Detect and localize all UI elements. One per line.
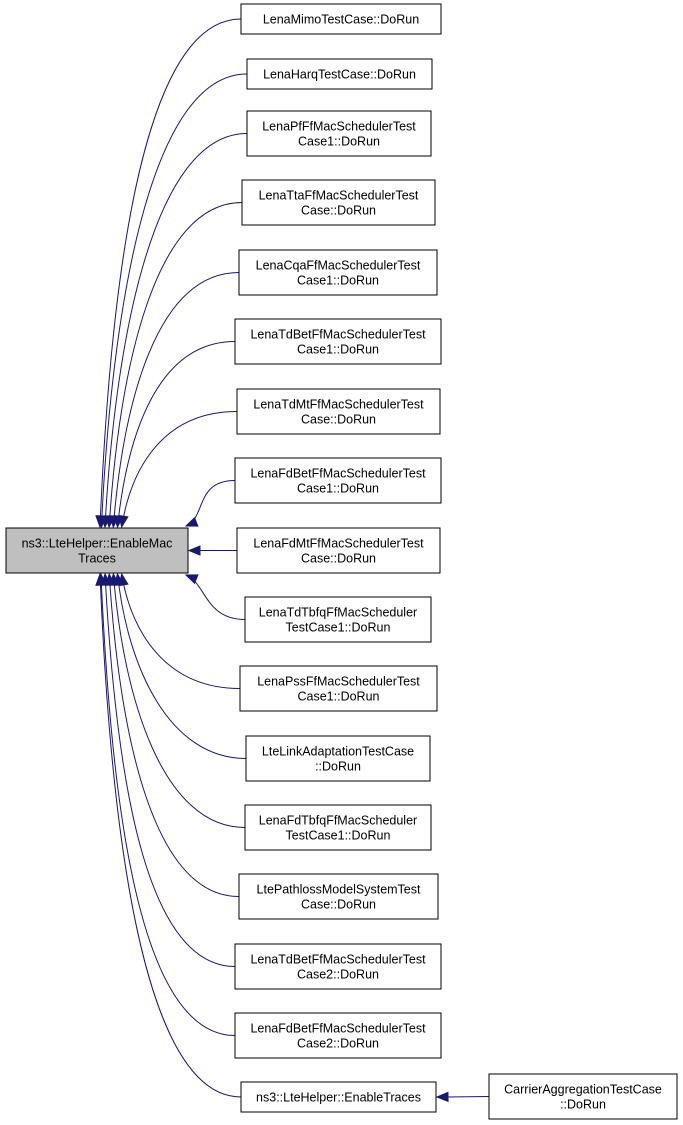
node-box xyxy=(234,943,442,990)
node-label-line: LenaFdTbfqFfMacScheduler xyxy=(259,814,417,828)
node-label-line: LenaFdBetFfMacSchedulerTest xyxy=(250,467,426,481)
node-label-line: LenaTdBetFfMacSchedulerTest xyxy=(250,328,426,342)
node-box xyxy=(239,665,438,712)
graph-node[interactable]: LenaHarqTestCase::DoRun xyxy=(246,58,433,90)
node-box xyxy=(246,110,432,157)
node-label-line: ns3::LteHelper::EnableTraces xyxy=(256,1091,421,1105)
node-box xyxy=(241,179,436,226)
node-label-line: Traces xyxy=(78,552,116,566)
node-box xyxy=(234,318,442,365)
node-box xyxy=(244,804,432,851)
call-edge xyxy=(100,573,236,1036)
node-label-line: LenaFdMtFfMacSchedulerTest xyxy=(253,537,424,551)
node-label-line: CarrierAggregationTestCase xyxy=(504,1083,662,1097)
node-label-line: LenaTdMtFfMacSchedulerTest xyxy=(253,398,424,412)
node-label-line: LenaCqaFfMacSchedulerTest xyxy=(256,259,421,273)
node-label-line: Case1::DoRun xyxy=(297,482,379,496)
node-label-line: Case::DoRun xyxy=(301,413,376,427)
node-label-line: LenaMimoTestCase::DoRun xyxy=(263,13,419,27)
node-label-line: LenaTtaFfMacSchedulerTest xyxy=(259,189,419,203)
edge-arrowhead xyxy=(118,514,129,529)
node-label-line: Case::DoRun xyxy=(301,898,376,912)
edge-arrowhead xyxy=(435,1091,449,1103)
node-box xyxy=(240,1081,437,1113)
node-box xyxy=(240,3,442,35)
node-box xyxy=(5,527,189,574)
node-box xyxy=(238,249,438,296)
node-label-line: LenaFdBetFfMacSchedulerTest xyxy=(250,1022,426,1036)
node-box xyxy=(488,1073,678,1120)
node-label-line: LteLinkAdaptationTestCase xyxy=(262,745,414,759)
node-box xyxy=(245,735,431,782)
node-label-line: LenaTdBetFfMacSchedulerTest xyxy=(250,953,426,967)
call-edge xyxy=(112,272,240,528)
graph-node[interactable]: LenaMimoTestCase::DoRun xyxy=(240,3,442,35)
node-box xyxy=(244,596,432,643)
call-edge xyxy=(116,341,236,528)
node-label-line: LtePathlossModelSystemTest xyxy=(257,883,421,897)
graph-node[interactable]: CarrierAggregationTestCase::DoRun xyxy=(488,1073,678,1120)
graph-node[interactable]: ns3::LteHelper::EnableTraces xyxy=(240,1081,437,1113)
call-edge xyxy=(108,573,240,897)
edge-arrowhead xyxy=(184,574,199,585)
node-label-line: LenaPfFfMacSchedulerTest xyxy=(262,120,416,134)
node-label-line: TestCase1::DoRun xyxy=(286,829,391,843)
node-label-line: LenaPssFfMacSchedulerTest xyxy=(257,675,420,689)
call-edges xyxy=(95,18,490,1103)
node-label-line: Case1::DoRun xyxy=(297,274,379,288)
node-label-line: Case1::DoRun xyxy=(297,343,379,357)
node-box xyxy=(236,388,441,435)
node-box xyxy=(234,457,442,504)
node-box xyxy=(234,1012,442,1059)
graph-node[interactable]: LteLinkAdaptationTestCase::DoRun xyxy=(245,735,431,782)
node-label-line: Case2::DoRun xyxy=(297,968,379,982)
node-label-line: Case::DoRun xyxy=(301,552,376,566)
call-edge xyxy=(104,573,236,967)
node-label-line: LenaHarqTestCase::DoRun xyxy=(263,68,416,82)
node-label-line: Case::DoRun xyxy=(301,204,376,218)
node-label-line: Case2::DoRun xyxy=(297,1037,379,1051)
call-edge xyxy=(99,573,242,1098)
call-edge xyxy=(100,73,248,528)
node-label-line: ns3::LteHelper::EnableMac xyxy=(22,537,173,551)
node-label-line: ::DoRun xyxy=(315,760,361,774)
node-box xyxy=(236,527,441,574)
call-edge xyxy=(117,573,247,759)
node-label-line: LenaTdTbfqFfMacScheduler xyxy=(259,606,417,620)
call-edge xyxy=(108,202,243,528)
edge-arrowhead xyxy=(95,572,106,586)
call-edge xyxy=(112,573,246,828)
node-label-line: Case1::DoRun xyxy=(298,690,380,704)
edge-arrowhead xyxy=(184,516,199,527)
call-edge xyxy=(99,18,242,528)
node-box xyxy=(238,873,439,920)
call-edge xyxy=(121,411,238,528)
node-label-line: ::DoRun xyxy=(560,1098,606,1112)
call-edge xyxy=(121,573,241,689)
node-label-line: Case1::DoRun xyxy=(298,135,380,149)
call-edge xyxy=(104,133,248,528)
edge-arrowhead xyxy=(187,545,201,556)
node-label-line: TestCase1::DoRun xyxy=(286,621,391,635)
node-box xyxy=(246,58,433,90)
call-edge xyxy=(446,1096,490,1098)
